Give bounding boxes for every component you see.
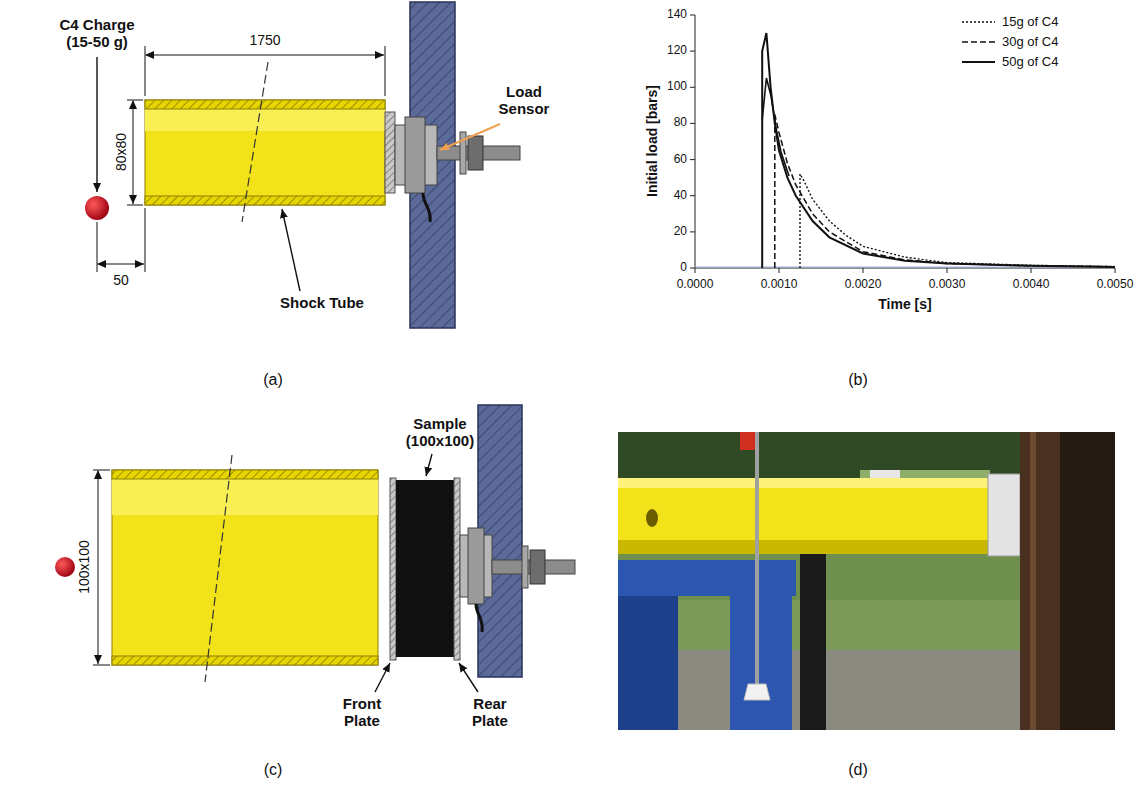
dimension-lines xyxy=(93,470,110,665)
leader-lines xyxy=(375,454,478,692)
shock-tube xyxy=(145,100,385,205)
axis-tick-label: 100 xyxy=(667,80,687,94)
leader-lines xyxy=(97,57,500,291)
legend-samples xyxy=(962,22,995,62)
part-label: Shock Tube xyxy=(280,294,364,311)
dimension-label: 1750 xyxy=(249,32,280,48)
break-line xyxy=(205,455,232,682)
dimension-label: 100x100 xyxy=(76,540,92,594)
axis-tick-label: 0.0050 xyxy=(1097,278,1134,292)
axis-tick-label: 0.0030 xyxy=(929,278,966,292)
pressure-curves xyxy=(762,33,1115,268)
test-photo xyxy=(618,432,1115,730)
axis-tick-label: 0.0020 xyxy=(845,278,882,292)
dimension-label: 50 xyxy=(113,272,129,288)
axis-tick-label: 20 xyxy=(674,225,687,239)
break-line xyxy=(242,62,268,222)
panel-letter: (b) xyxy=(848,371,868,389)
panel-letter: (d) xyxy=(848,761,868,779)
axis-title: Initial load [bars] xyxy=(644,85,660,197)
c4-charge xyxy=(55,557,75,577)
axis-tick-label: 120 xyxy=(667,44,687,58)
axis-tick-label: 0 xyxy=(680,261,687,275)
support-wall xyxy=(385,2,455,328)
c4-charge xyxy=(85,196,109,220)
sample-assembly xyxy=(390,405,575,677)
dimension-lines xyxy=(97,46,385,272)
axis-tick-label: 0.0040 xyxy=(1013,278,1050,292)
part-label: Load Sensor xyxy=(489,83,559,118)
panel-letter: (c) xyxy=(264,761,283,779)
axis-tick-label: 60 xyxy=(674,153,687,167)
panel-letter: (a) xyxy=(263,371,283,389)
legend-label: 15g of C4 xyxy=(1002,15,1058,30)
legend-label: 30g of C4 xyxy=(1002,35,1058,50)
dimension-label: 80x80 xyxy=(113,133,129,171)
axis-title: Time [s] xyxy=(878,296,931,312)
load-sensor xyxy=(395,117,520,222)
axis-tick-label: 0.0010 xyxy=(761,278,798,292)
axis-tick-label: 80 xyxy=(674,117,687,131)
axis-tick-label: 0.0000 xyxy=(677,278,714,292)
legend-label: 50g of C4 xyxy=(1002,55,1058,70)
axis-tick-label: 40 xyxy=(674,189,687,203)
charge-label: C4 Charge (15-50 g) xyxy=(47,16,147,51)
part-label: Front Plate xyxy=(332,695,392,730)
part-label: Sample (100x100) xyxy=(395,415,485,450)
axis-tick-label: 140 xyxy=(667,8,687,22)
shock-tube xyxy=(112,470,378,665)
part-label: Rear Plate xyxy=(460,695,520,730)
chart-axes xyxy=(690,15,1115,273)
